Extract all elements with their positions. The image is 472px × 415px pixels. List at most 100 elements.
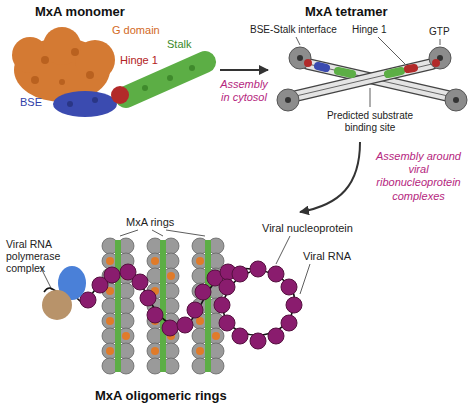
viral-nucleoprotein	[232, 266, 248, 282]
viral-nucleoprotein	[195, 284, 211, 300]
mxa-ring-detail	[151, 240, 175, 372]
g-domain-circles	[289, 47, 311, 69]
leader-lines	[276, 236, 290, 264]
bse-domain	[53, 91, 117, 117]
leader-lines	[296, 37, 300, 45]
g-domain	[86, 71, 94, 79]
part-label: BSE-Stalk interface	[250, 24, 337, 36]
g-domain	[12, 37, 48, 73]
viral-nucleoprotein	[214, 297, 230, 313]
g-domain	[12, 27, 115, 102]
leader-lines	[440, 39, 441, 45]
viral-nucleoprotein	[177, 317, 193, 333]
stalk-domain	[126, 62, 205, 97]
viral-nucleoprotein	[80, 261, 302, 349]
part-label: MxA rings	[126, 216, 174, 229]
g-domain-circles	[277, 47, 467, 111]
bse-domain	[53, 91, 117, 117]
leader-lines	[120, 230, 138, 236]
panel-title: MxA tetramer	[305, 4, 388, 19]
panel-title: MxA monomer	[35, 4, 125, 19]
viral-nucleoprotein	[268, 328, 284, 344]
mxa-ring-detail	[106, 240, 130, 372]
hinge-region	[111, 86, 129, 104]
polymerase-complex	[42, 290, 72, 320]
leader-lines	[166, 230, 205, 236]
arrow-label: Assembly around viral ribonucleoprotein …	[370, 150, 467, 203]
mxa-ring-details	[106, 240, 220, 372]
gtp-dots	[285, 97, 291, 103]
part-label: GTP	[429, 26, 450, 38]
part-label: Predicted substrate binding site	[315, 110, 425, 133]
viral-nucleoprotein	[219, 315, 235, 331]
tetramer-stalks	[338, 71, 352, 74]
polymerase-complex	[42, 266, 86, 320]
tetramer-stalks	[296, 64, 448, 96]
part-label: Hinge 1	[120, 54, 158, 67]
viral-nucleoprotein	[132, 274, 148, 290]
viral-nucleoprotein	[250, 261, 266, 277]
viral-nucleoprotein	[187, 302, 203, 318]
stalk-domain	[167, 75, 173, 81]
panel: MxA monomer	[5, 2, 220, 127]
viral-nucleoprotein	[104, 267, 120, 283]
g-domain-circles	[445, 89, 467, 111]
part-label: Viral RNA polymerase complex	[6, 238, 98, 274]
tetramer-stalks	[318, 66, 326, 68]
tetramer-stalks	[408, 68, 414, 69]
gtp-dots	[285, 55, 459, 103]
bse-domain	[67, 101, 73, 107]
g-domain	[71, 48, 79, 56]
tetramer-stalks	[296, 64, 432, 96]
viral-nucleoprotein	[281, 315, 297, 331]
viral-nucleoprotein	[219, 279, 235, 295]
bse-domain	[92, 97, 98, 103]
viral-nucleoprotein	[162, 320, 178, 336]
viral-nucleoprotein	[232, 328, 248, 344]
leader-lines	[40, 37, 440, 294]
leader-lines	[378, 37, 405, 64]
viral-nucleoprotein	[268, 266, 284, 282]
part-label: Viral nucleoprotein	[262, 222, 353, 235]
part-label: Stalk	[167, 38, 191, 51]
tetramer-stalks	[296, 64, 432, 96]
arrow-label: Assembly in cytosol	[216, 78, 272, 104]
mxa-ring	[147, 238, 179, 374]
viral-nucleoprotein	[281, 279, 297, 295]
mxa-rings	[102, 238, 224, 374]
bse-stalk-interface	[304, 59, 312, 67]
g-domain-circles	[277, 89, 299, 111]
leader-lines	[370, 88, 371, 107]
stalk-domain	[126, 62, 205, 97]
stalk-domain	[189, 65, 195, 71]
viral-nucleoprotein	[147, 307, 163, 323]
part-label: Hinge 1	[352, 24, 386, 36]
part-label: G domain	[112, 24, 160, 37]
viral-nucleoprotein	[286, 297, 302, 313]
bse-stalk-interface	[304, 59, 440, 67]
g-domain	[31, 76, 39, 84]
viral-nucleoprotein	[80, 292, 96, 308]
leader-lines	[300, 264, 310, 294]
assembly-arrow	[300, 142, 360, 212]
panel: MxA oligomeric rings	[10, 212, 380, 412]
gtp-dots	[453, 97, 459, 103]
viral-nucleoprotein	[250, 333, 266, 349]
g-domain	[41, 56, 49, 64]
bse-stalk-interface	[432, 59, 440, 67]
panel-title: MxA oligomeric rings	[95, 388, 227, 403]
tetramer-stalks	[388, 71, 401, 74]
leader-lines	[152, 230, 163, 236]
stalk-domain	[142, 85, 148, 91]
assembly-arrow	[220, 69, 268, 71]
viral-nucleoprotein	[140, 290, 156, 306]
part-label: Viral RNA	[303, 250, 351, 263]
mxa-ring	[102, 238, 134, 374]
gtp-dots	[297, 55, 303, 61]
g-domain	[59, 79, 65, 85]
tetramer-stalks	[296, 64, 432, 96]
g-domain-circles	[429, 47, 451, 69]
